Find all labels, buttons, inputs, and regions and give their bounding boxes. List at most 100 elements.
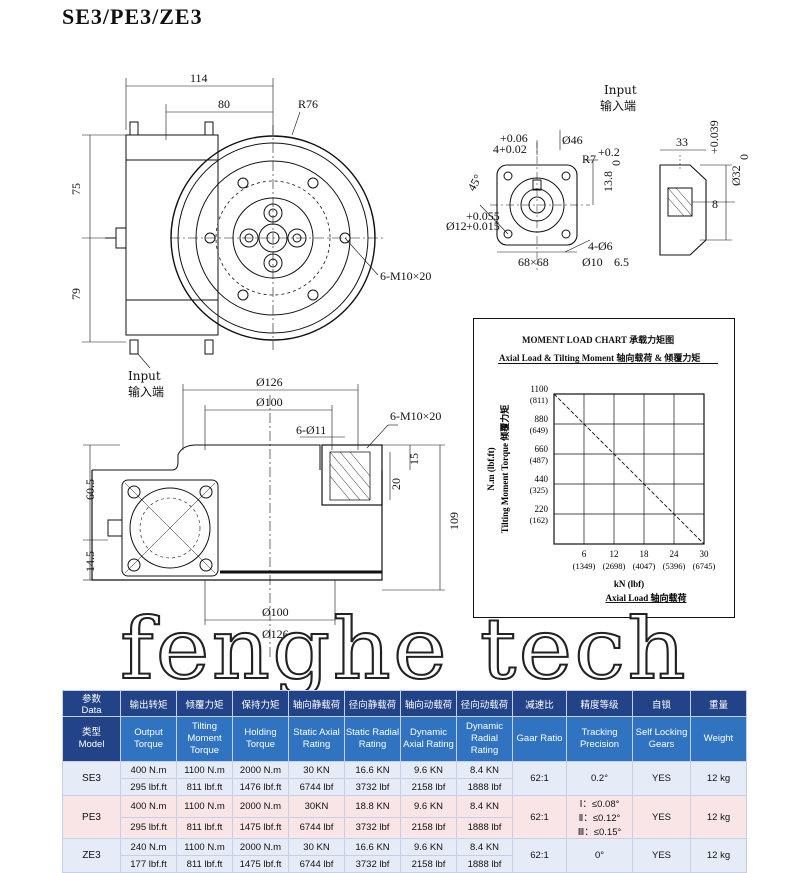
hole-6-11: 6-Ø11 [296,423,326,437]
metric-cell: 1100 N.m [176,838,233,856]
ratio-cell: 62:1 [512,761,567,796]
metric-cell: 2000 N.m [232,761,289,779]
y-tick-label: 440 [535,474,549,484]
metric-cell: 30 KN [288,838,345,856]
self-lock-cell: YES [632,761,691,796]
metric-cell: 18.8 KN [344,795,401,818]
watermark: fenghe tech [119,599,688,699]
metric-cell: 2000 N.m [232,838,289,856]
x-tick-label: 30 [700,549,710,559]
dia-46: Ø46 [562,133,583,147]
header-cn: 轴向静载荷 [288,690,345,717]
imperial-cell: 295 lbf.ft [120,816,177,839]
input-flange-drawing [479,130,598,270]
y-axis-label-2: Tilting Moment Torque 倾覆力矩 [499,405,510,533]
metric-cell: 8.4 KN [456,838,513,856]
dim-14-5: 14.5 [83,551,97,572]
imperial-cell: 1475 lbf.ft [232,855,289,873]
dim-79: 79 [69,288,83,300]
imperial-cell: 2158 lbf [400,855,457,873]
input-detail-en: Input [604,83,637,97]
y-tick-sub: (487) [530,455,549,465]
dia-100: Ø100 [256,395,283,409]
dim-114: 114 [190,71,208,85]
dim-75: 75 [69,183,83,195]
dim-20: 20 [389,478,403,490]
angle-45: 45° [464,172,485,194]
tol-32: +0.039 [707,120,721,154]
x-tick-label: 24 [670,549,680,559]
imperial-cell: 1888 lbf [456,778,513,796]
imperial-cell: 1476 lbf.ft [232,778,289,796]
tol-4-upper: +0.06 [500,131,528,145]
imperial-cell: 6744 lbf [288,855,345,873]
radius-r7: R7 [582,152,596,166]
model-cell: SE3 [62,761,121,796]
side-view-drawing [83,384,445,660]
imperial-cell: 1888 lbf [456,816,513,839]
bolt-label-top: 6-M10×20 [380,269,431,283]
header-en: Holding Torque [232,716,289,762]
dia-32: Ø32 [729,165,743,186]
imperial-cell: 295 lbf.ft [120,778,177,796]
header-cn: 径向静载荷 [344,690,401,717]
imperial-cell: 811 lbf.ft [176,816,233,839]
metric-cell: 30 KN [288,761,345,779]
tol-12-upper: +0.055 [466,209,500,223]
dim-6-5: 6.5 [614,255,629,269]
header-en: Dynamic Axial Rating [400,716,457,762]
y-tick-sub: (162) [530,515,549,525]
header-cn: 精度等级 [566,690,633,717]
dim-33: 33 [676,135,688,149]
page-title: SE3/PE3/ZE3 [62,4,203,29]
model-cell: PE3 [62,795,121,839]
header-en: Static Axial Rating [288,716,345,762]
dim-60-5: 60.5 [83,479,97,500]
y-tick-label: 660 [535,444,549,454]
series-line [553,393,705,545]
header-en: Output Torque [120,716,177,762]
input-detail-cn: 输入端 [600,98,636,113]
holes-4-6: 4-Ø6 [588,239,613,253]
header-cn: 倾覆力矩 [176,690,233,717]
header-en: Tilting Moment Torque [176,716,233,762]
x-tick-sub: (5396) [663,561,686,571]
x-tick-sub: (1349) [573,561,596,571]
header-cn: 径向动载荷 [456,690,513,717]
metric-cell: 400 N.m [120,761,177,779]
imperial-cell: 6744 lbf [288,778,345,796]
header-cn: 重量 [690,690,747,717]
imperial-cell: 811 lbf.ft [176,778,233,796]
dia-12: Ø12 [446,219,467,233]
top-view-drawing [82,78,385,369]
header-en: Tracking Precision [566,716,633,762]
metric-cell: 8.4 KN [456,761,513,779]
weight-cell: 12 kg [690,795,747,839]
dia-100-bottom: Ø100 [262,605,289,619]
metric-cell: 2000 N.m [232,795,289,818]
input-label-cn: 输入端 [128,384,164,399]
self-lock-cell: YES [632,838,691,873]
tol-32-lower: 0 [737,154,751,160]
dim-8: 8 [712,197,718,211]
x-axis-label-2: Axial Load 轴向载荷 [605,592,686,603]
corner-top-cn: 参数 [81,694,101,705]
shaft-section-drawing [659,149,735,256]
model-cell: ZE3 [62,838,121,873]
metric-cell: 9.6 KN [400,795,457,818]
x-tick-sub: (6745) [693,561,716,571]
metric-cell: 16.6 KN [344,761,401,779]
precision-cell: 0° [566,838,633,873]
imperial-cell: 1888 lbf [456,855,513,873]
tol-12-lower: +0.015 [466,219,500,233]
metric-cell: 1100 N.m [176,795,233,818]
precision-cell: Ⅰ：≤0.08°Ⅱ：≤0.12°Ⅲ：≤0.15° [566,795,633,839]
dim-15: 15 [407,453,421,465]
metric-cell: 16.6 KN [344,838,401,856]
